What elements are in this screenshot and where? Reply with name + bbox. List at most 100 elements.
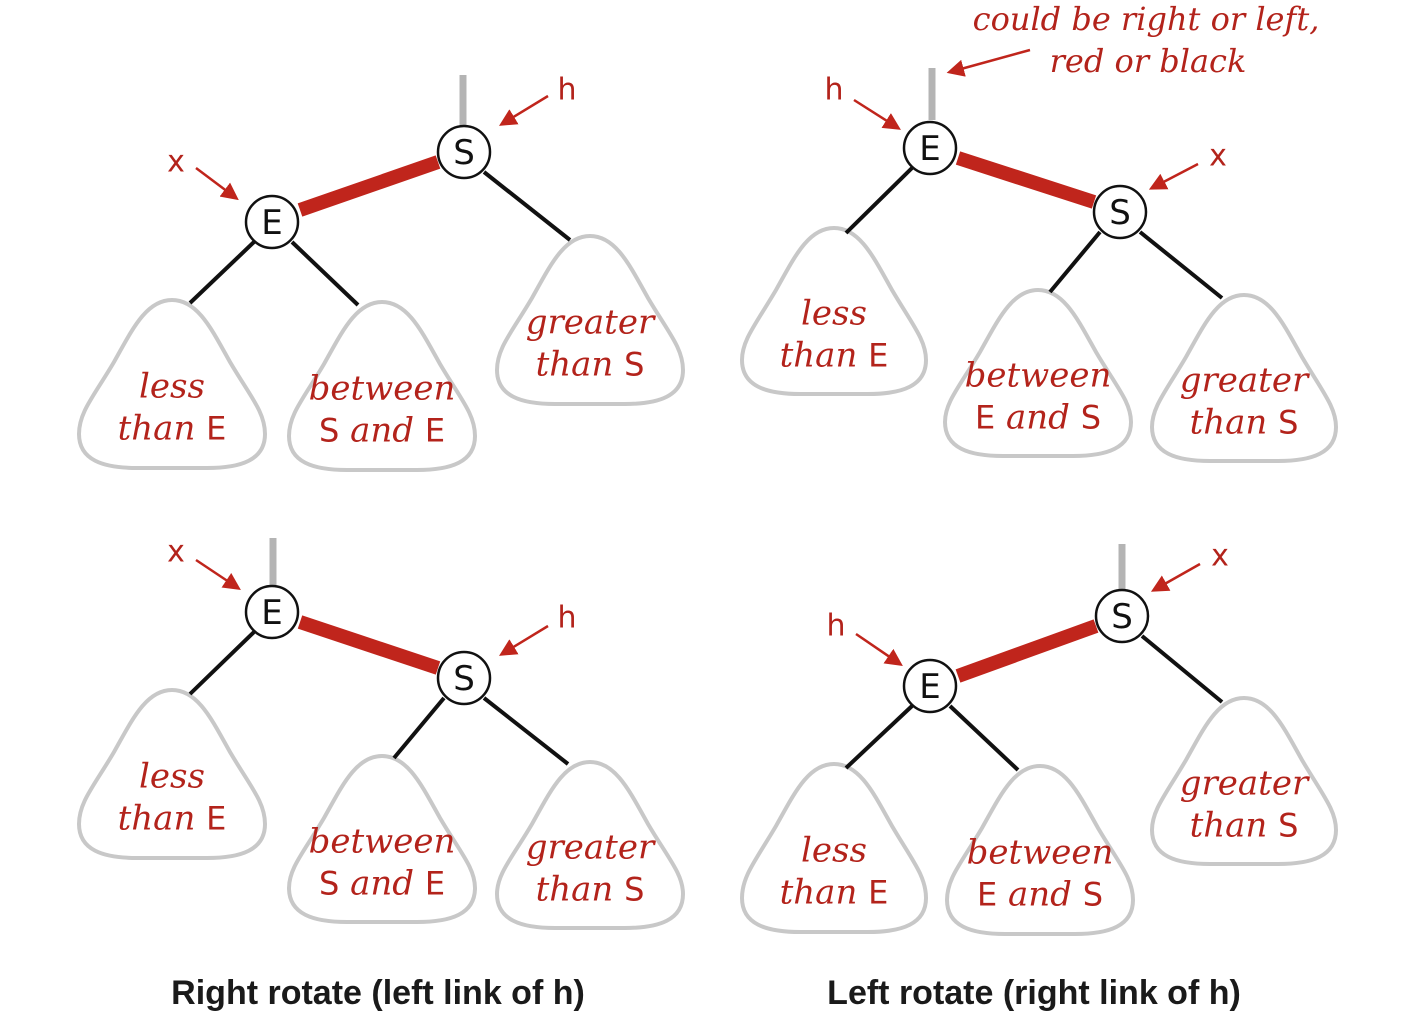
subtree-shape: [942, 287, 1134, 458]
subtree-label-line: between: [965, 355, 1112, 395]
node-label: S: [1109, 193, 1131, 233]
node-label: E: [261, 203, 282, 243]
subtree-label-line: greater: [1180, 360, 1310, 400]
subtree-shape: [1149, 695, 1339, 866]
pointer-arrow: [195, 558, 241, 590]
note-line: red or black: [1050, 42, 1247, 80]
pointer-arrow: [499, 624, 549, 656]
subtree-label-line: than S: [536, 344, 645, 384]
subtree-shape: [286, 753, 478, 924]
node-E: E: [244, 584, 300, 640]
subtree-shape: [76, 297, 268, 470]
black-link: [844, 166, 914, 235]
black-link: [188, 240, 256, 305]
pointer-x: x: [167, 535, 241, 590]
node-label: S: [453, 659, 475, 699]
subtree-label-line: E and S: [975, 397, 1101, 437]
note-arrow: [946, 48, 1031, 77]
node-circle: [436, 124, 492, 180]
node-E: E: [244, 194, 300, 250]
node-E: E: [902, 658, 958, 714]
caption-left-rotate: Left rotate (right link of h): [827, 974, 1241, 1012]
note-line: could be right or left,: [973, 0, 1320, 38]
subtree-shape: [739, 761, 929, 934]
pointer-h: h: [499, 601, 577, 656]
node-S: S: [436, 650, 492, 706]
pointer-h: h: [824, 73, 901, 130]
black-link: [482, 696, 570, 766]
subtree-label-line: greater: [1180, 763, 1310, 803]
subtree-label-line: greater: [526, 302, 656, 342]
subtree-shape: [1149, 292, 1339, 463]
subtree-label-line: less: [801, 293, 867, 333]
subtree-label-line: than S: [536, 869, 645, 909]
black-link: [482, 170, 572, 242]
pointer-h: h: [499, 73, 577, 126]
caption-right-rotate: Right rotate (left link of h): [171, 974, 585, 1012]
subtree-shape: [494, 759, 686, 930]
subtree-label-line: greater: [526, 827, 656, 867]
pointer-x: x: [167, 145, 239, 201]
subtree-label-line: than S: [1190, 402, 1299, 442]
pointer-label: h: [557, 73, 576, 108]
pointer-label: h: [557, 601, 576, 636]
node-label: E: [261, 593, 282, 633]
pointer-label: h: [824, 73, 843, 108]
node-circle: [244, 194, 300, 250]
node-circle: [244, 584, 300, 640]
pointer-arrow: [853, 98, 901, 130]
node-circle: [1092, 184, 1148, 240]
node-label: E: [919, 667, 940, 707]
node-circle: [1094, 588, 1150, 644]
pointer-arrow: [855, 632, 903, 666]
node-label: S: [1111, 597, 1133, 637]
black-link: [392, 696, 446, 760]
subtree-label-line: between: [967, 832, 1114, 872]
node-circle: [436, 650, 492, 706]
subtree-label-line: than E: [780, 335, 889, 375]
pointer-arrow: [499, 94, 549, 126]
node-E: E: [902, 120, 958, 176]
pointer-arrow: [195, 167, 239, 201]
node-circle: [902, 658, 958, 714]
subtree-shape: [286, 299, 478, 472]
red-link: [297, 155, 441, 217]
subtree-label-line: between: [309, 368, 456, 408]
pointer-arrow: [1148, 162, 1199, 190]
subtree-shape: [739, 225, 929, 396]
black-link: [1140, 634, 1224, 704]
node-S: S: [1094, 588, 1150, 644]
black-link: [948, 704, 1020, 772]
red-link: [297, 615, 441, 675]
subtree-label-line: S and E: [319, 410, 445, 450]
black-link: [188, 630, 256, 696]
pointer-label: h: [826, 609, 845, 644]
subtree-label-line: less: [139, 756, 205, 796]
subtree-shape: [494, 233, 686, 406]
node-label: E: [919, 129, 940, 169]
subtree-label-line: than E: [118, 798, 227, 838]
black-link: [1138, 230, 1224, 300]
black-link: [290, 240, 360, 307]
pointer-label: x: [1211, 539, 1229, 574]
subtree-label-line: E and S: [977, 874, 1103, 914]
pointer-h: h: [826, 609, 903, 666]
subtree-label-line: than S: [1190, 805, 1299, 845]
subtree-label-line: between: [309, 821, 456, 861]
subtree-shape: [944, 763, 1136, 936]
